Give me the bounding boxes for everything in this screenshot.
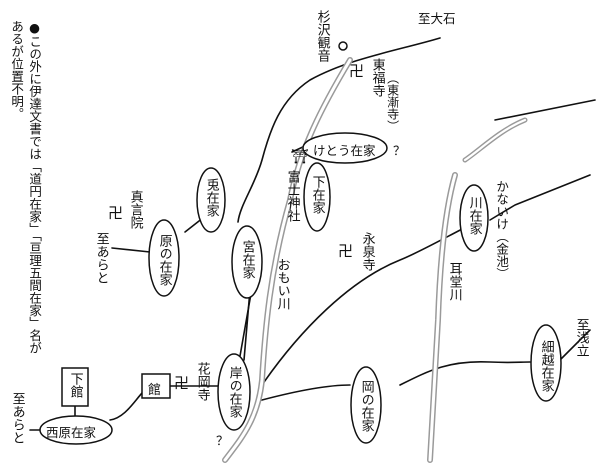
label-tozenji: （東漸寺） [385, 72, 400, 132]
label-hanaokadera: 花岡寺 [194, 362, 210, 401]
road-upper-right [494, 99, 596, 121]
road-arato-hara [111, 247, 151, 253]
temple-icon: 卍 [338, 242, 354, 260]
label-hara-no-zaike: 原の在家 [156, 234, 172, 286]
note-line-2: あるが位置不明。 [9, 20, 25, 120]
label-kishi-question: ？ [216, 433, 229, 448]
label-to-arato-lower: 至あらと [9, 392, 25, 444]
ellipse-hosogoe [530, 324, 562, 402]
road-hosogoe-asadachi [559, 329, 591, 361]
label-sugisawa-kannon: 杉沢観音 [314, 10, 330, 62]
label-ketou-zaike: けとう在家 [313, 143, 376, 158]
road-kishi-oka [261, 384, 351, 401]
label-kanaike: かないけ（金池） [494, 180, 510, 280]
temple-icon: 卍 [108, 204, 124, 222]
ellipse-nishihara [39, 415, 113, 445]
road-oishi-main [237, 37, 441, 223]
road-oka-hosogoe [399, 360, 531, 386]
ellipse-hara [148, 219, 180, 297]
label-nishihara-zaike: 西原在家 [46, 425, 97, 440]
label-miya-zaike: 宮在家 [239, 240, 255, 279]
ellipse-kawa [459, 184, 489, 252]
label-shingon-in: 真言院 [127, 190, 143, 229]
label-yakata: 館 [148, 383, 162, 398]
label-to-asadachi: 至浅立 [573, 318, 589, 357]
ellipse-shimo [303, 162, 331, 232]
label-to-oishi: 至大石 [418, 11, 456, 26]
label-kawa-zaike: 川在家 [466, 196, 482, 235]
road-miya-kishi [243, 289, 251, 361]
temple-icon: 卍 [349, 62, 365, 80]
ellipse-oka [350, 366, 382, 444]
shrine-icon: ⛩ [291, 149, 309, 165]
ellipse-miya [231, 225, 263, 299]
label-shimo-tachi: 下館 [67, 372, 83, 398]
road-kawa-east [489, 174, 591, 221]
label-jidou-gawa: 耳堂川 [446, 262, 462, 301]
label-ketou-question: ？ [393, 143, 406, 158]
label-hosogoe-zaike: 細越在家 [538, 340, 554, 392]
label-usagi-zaike: 兎在家 [203, 178, 219, 217]
temple-icon: 卍 [174, 374, 190, 392]
label-omoi-gawa: おもい川 [274, 258, 290, 310]
box-yakata [141, 373, 171, 399]
box-shimo-tachi [61, 367, 89, 407]
label-oka-no-zaike: 岡の在家 [358, 380, 374, 432]
ellipse-usagi [196, 167, 226, 233]
kannon-marker [338, 41, 348, 51]
label-kishi-no-zaike: 岸の在家 [226, 366, 242, 418]
label-to-arato-upper: 至あらと [93, 232, 109, 284]
ellipse-ketou [302, 132, 388, 164]
road-nishihara-yakata [109, 391, 144, 421]
label-fuji-jinja: 富士神社 [284, 170, 300, 222]
label-shimo-zaike: 下在家 [309, 175, 325, 214]
label-tofukuji: 東福寺 [369, 58, 385, 97]
ellipse-kishi [217, 353, 251, 431]
note-line-1: ●この外に伊達文書では「道円在家」「亘理五間在家」名が [27, 20, 43, 354]
label-eisenji: 永泉寺 [359, 232, 375, 271]
